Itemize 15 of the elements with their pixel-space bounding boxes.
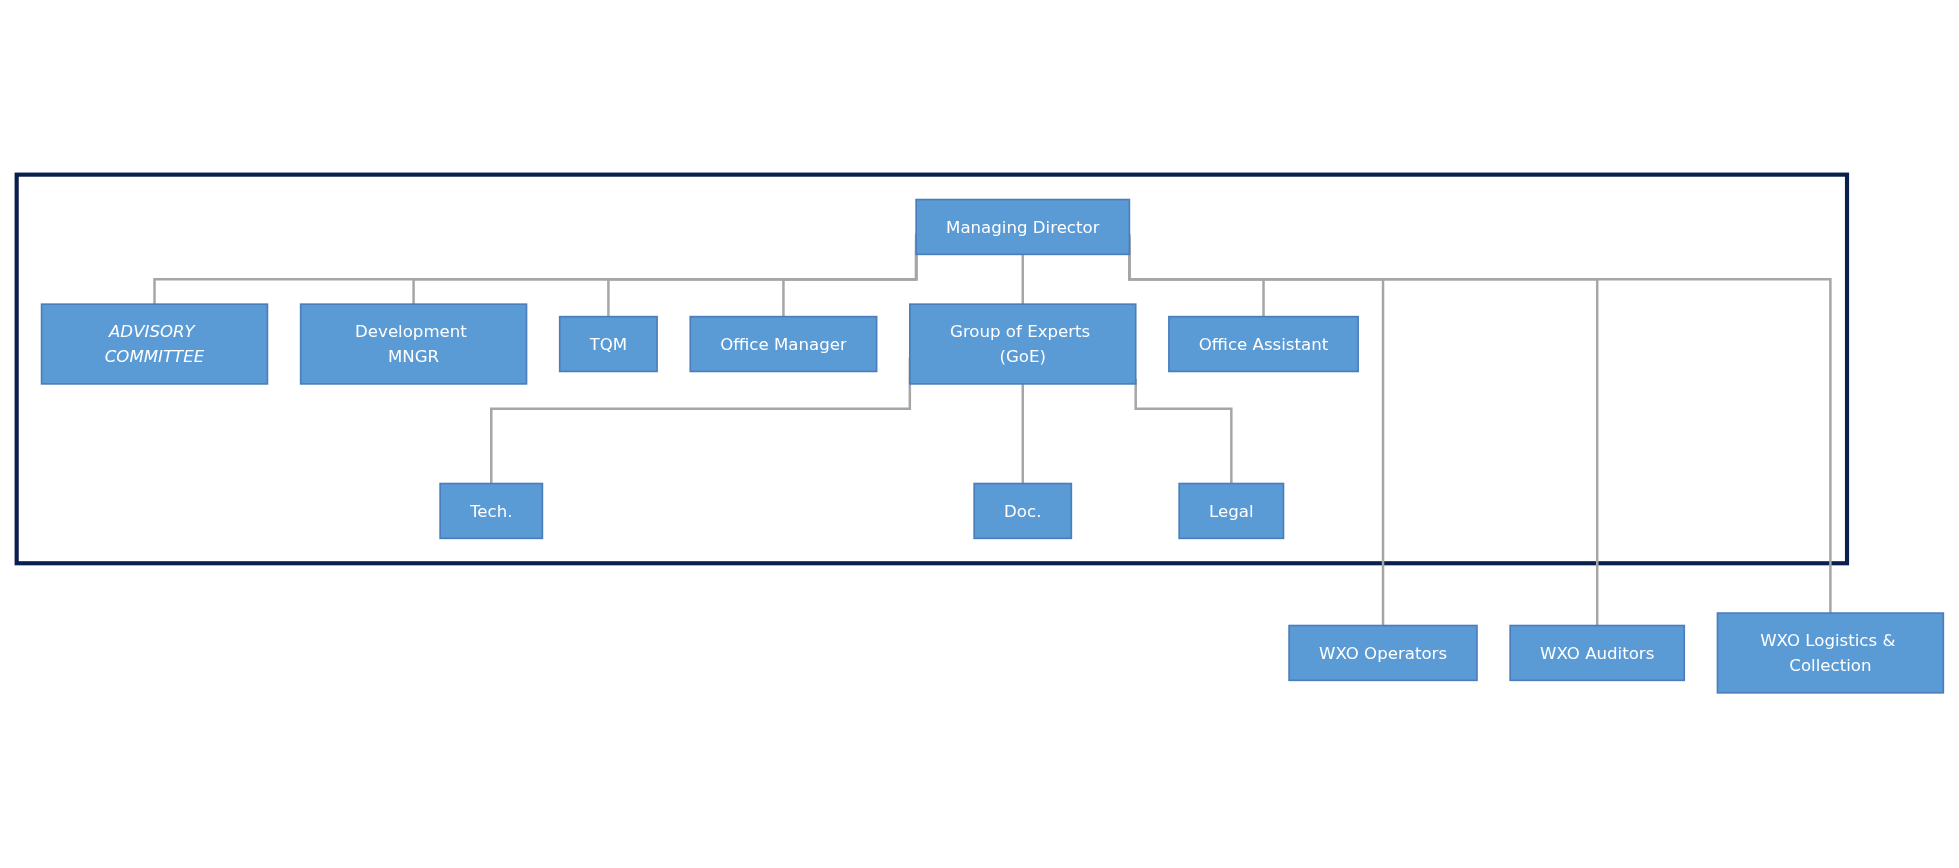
node-box: Tech. (438, 483, 543, 540)
node-box: WXO Auditors (1508, 625, 1685, 682)
node-box: Legal (1177, 483, 1284, 540)
node-box: Doc. (972, 483, 1072, 540)
connector (1021, 254, 1024, 306)
node-box: Office Assistant (1167, 316, 1359, 373)
node-box: TQM (558, 316, 658, 373)
node-box: Group of Experts (GoE) (908, 303, 1136, 385)
node-box: Development MNGR (299, 303, 527, 385)
node-box: WXO Logistics & Collection (1716, 612, 1944, 694)
node-box: ADVISORY COMMITTEE (40, 303, 268, 385)
cluster (14, 172, 1849, 566)
node-box: Office Manager (688, 316, 877, 373)
node-box: WXO Operators (1287, 625, 1478, 682)
node-box: Managing Director (914, 199, 1130, 256)
